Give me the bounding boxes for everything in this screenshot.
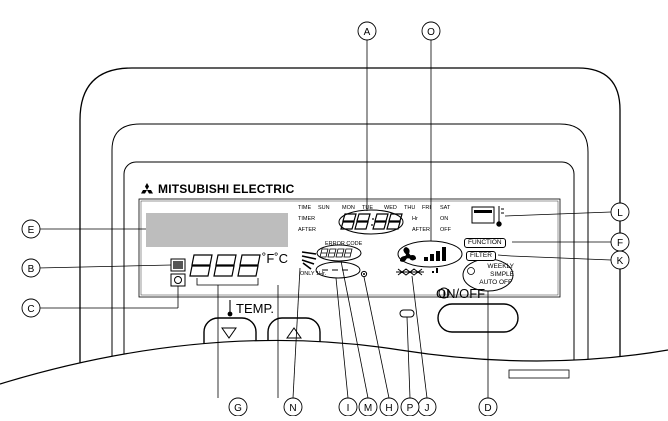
bottom-edge-slot <box>508 369 570 379</box>
c-icon-circle <box>174 276 182 284</box>
callout-n: N <box>289 403 296 414</box>
weekly-label: WEEKLY <box>487 263 514 270</box>
callout-c: C <box>27 304 34 315</box>
up-arrow-icon <box>286 327 302 339</box>
callout-m: M <box>364 403 372 414</box>
only-1hr-label: ONLY 1Hr. <box>300 271 327 277</box>
label-on: ON <box>440 216 448 222</box>
day-sun: SUN <box>318 205 330 211</box>
mitsubishi-logo <box>141 183 153 194</box>
sensor-box-icon <box>471 206 495 224</box>
seven-segment-digits <box>189 254 261 277</box>
temp-thermometer-bulb <box>227 311 233 317</box>
callout-h: H <box>385 403 392 414</box>
vane-icon <box>301 251 317 270</box>
one-hour-ellipse <box>315 261 361 279</box>
callout-letters: A O E B C L F K G N I M H J P D <box>27 27 623 414</box>
outer-housing <box>79 67 621 416</box>
callout-l: L <box>617 208 623 219</box>
filter-button[interactable]: FILTER <box>466 251 496 261</box>
clock-digits <box>340 213 403 230</box>
power-icon <box>438 287 450 299</box>
function-button[interactable]: FUNCTION <box>464 238 506 248</box>
day-fri: FRI <box>422 205 431 211</box>
bottom-cut-curve <box>0 340 668 416</box>
clock-callout-ellipse <box>338 209 404 235</box>
louver-level-bars <box>432 268 438 273</box>
p-indicator-lamp <box>399 309 415 318</box>
callout-p: P <box>407 403 414 414</box>
temp-label: TEMP. <box>236 301 275 316</box>
day-wed: WED <box>384 205 397 211</box>
sensor-box-bar <box>474 210 492 213</box>
h-indicator-center <box>363 273 365 275</box>
fan-speed-ellipse <box>397 240 463 268</box>
callout-e: E <box>28 225 35 236</box>
brand-name: MITSUBISHI ELECTRIC <box>158 182 295 196</box>
simple-label: SIMPLE <box>490 271 514 278</box>
c-icon <box>170 273 186 287</box>
auto-off-label: AUTO OFF <box>479 279 512 286</box>
label-hr: Hr <box>412 216 418 222</box>
onoff-button[interactable] <box>437 303 519 333</box>
temp-unit: ˚F˚C <box>262 251 288 266</box>
lcd-inner-frame <box>140 200 559 296</box>
onoff-label: ON/OFF <box>436 286 486 301</box>
callout-k: K <box>617 256 624 267</box>
callout-b: B <box>28 264 35 275</box>
row-label-after: AFTER <box>298 227 316 233</box>
callout-g: G <box>234 403 242 414</box>
row-label-time: TIME <box>298 205 311 211</box>
callout-f: F <box>617 238 623 249</box>
callout-j: J <box>425 403 430 414</box>
day-mon: MON <box>342 205 355 211</box>
day-sat: SAT <box>440 205 451 211</box>
callout-d: D <box>484 403 491 414</box>
callout-i: I <box>347 403 350 414</box>
day-tue: TUE <box>362 205 373 211</box>
inner-frame <box>111 123 589 416</box>
thermometer-icon <box>496 206 504 227</box>
day-thu: THU <box>404 205 415 211</box>
bottom-cut-line <box>0 339 668 385</box>
grey-room-display <box>146 213 288 247</box>
error-code-label: ERROR CODE <box>325 241 363 247</box>
clock-colon-dot <box>371 224 373 226</box>
fan-icon <box>400 247 416 262</box>
louver-icon <box>396 268 424 276</box>
callout-o: O <box>427 27 435 38</box>
leader-lines <box>37 40 612 399</box>
row-label-timer: TIMER <box>298 216 315 222</box>
error-code-ellipse <box>316 244 362 262</box>
timer-text: TIME TIMER AFTER SUN MON TUE WED THU FRI… <box>298 205 452 277</box>
down-arrow-icon <box>221 327 237 339</box>
b-icon-inner <box>173 261 183 269</box>
label-after-right: AFTER <box>412 227 430 233</box>
fan-speed-bars <box>424 247 446 261</box>
callout-circles <box>21 21 630 417</box>
lcd-frame <box>138 198 561 298</box>
clock-icon <box>467 267 475 275</box>
callout-a: A <box>364 27 371 38</box>
label-off: OFF <box>440 227 452 233</box>
error-code-digits <box>319 248 353 258</box>
h-indicator-dot <box>360 270 368 278</box>
clock-colon-dot <box>372 218 374 220</box>
